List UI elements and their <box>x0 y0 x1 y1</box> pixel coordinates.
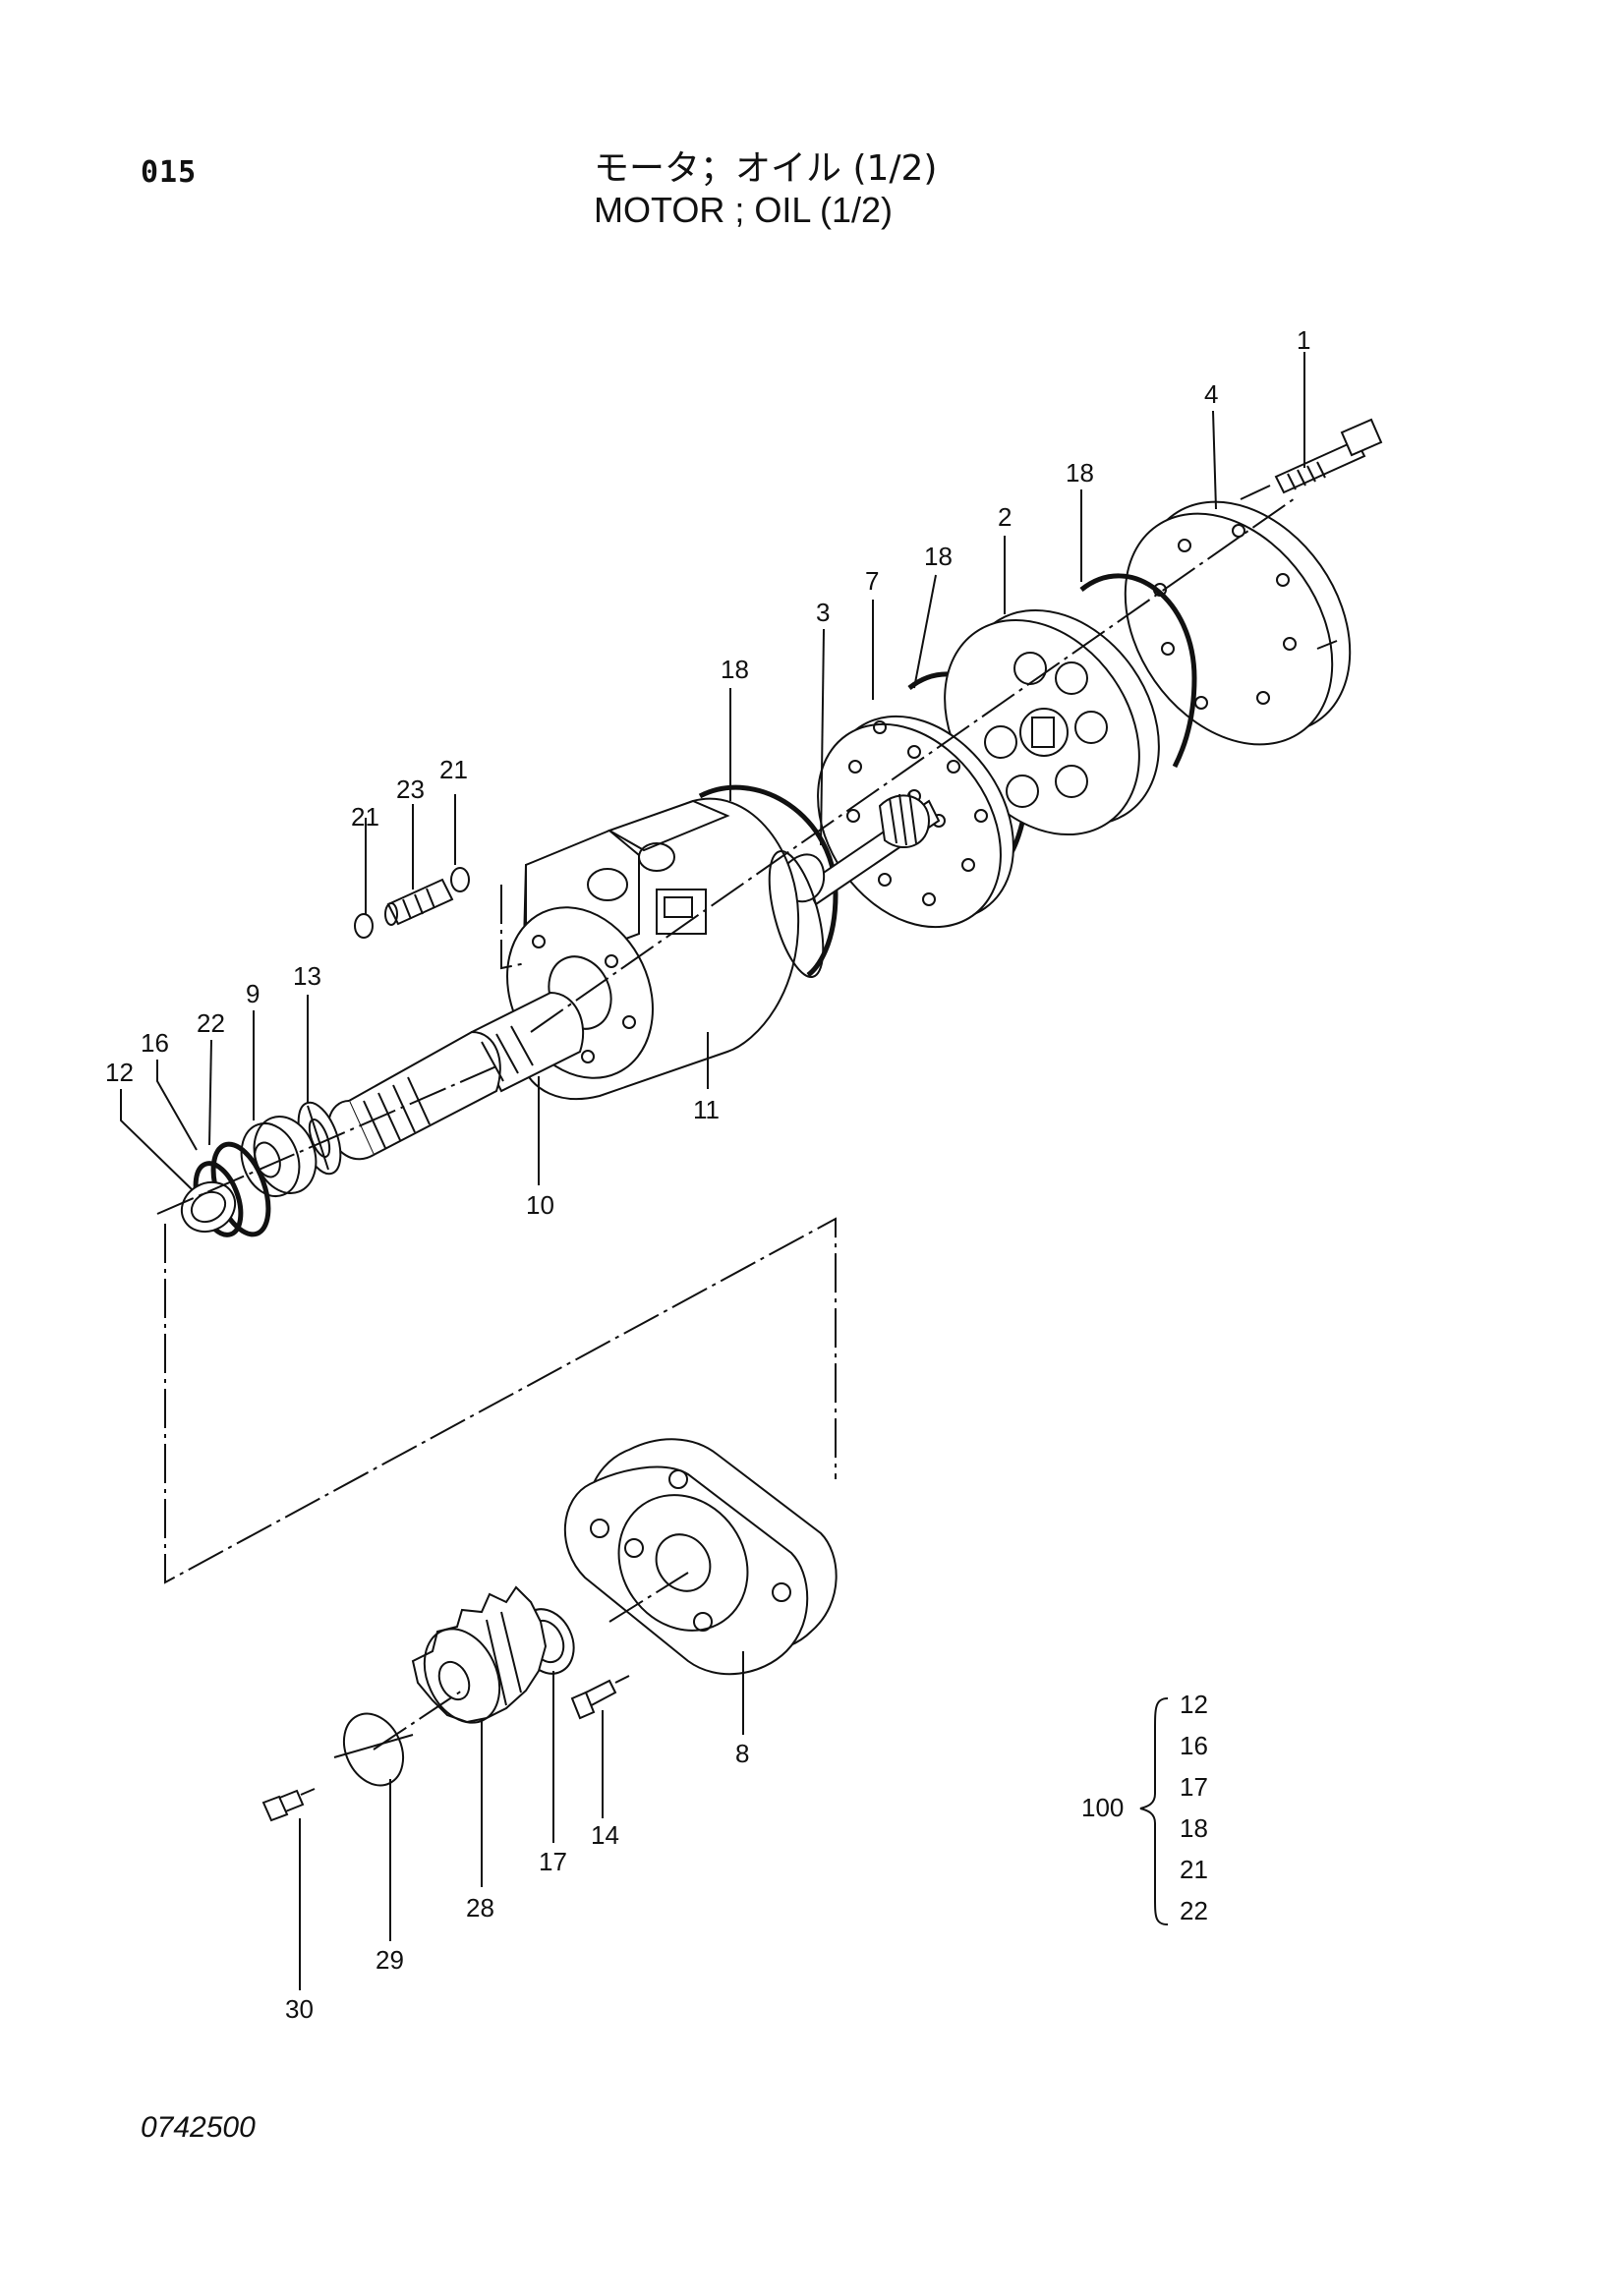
part-4-end-cover <box>1124 500 1352 746</box>
callout-13: 13 <box>293 961 321 991</box>
callout-9: 9 <box>246 979 260 1008</box>
drawing-code: 0742500 <box>141 2111 256 2144</box>
kit-brace <box>1139 1697 1169 1925</box>
callout-12: 12 <box>105 1058 134 1087</box>
kit-label: 100 <box>1081 1793 1124 1822</box>
callout-2: 2 <box>998 502 1012 532</box>
kit-item: 12 <box>1180 1690 1208 1719</box>
callout-28: 28 <box>466 1893 494 1923</box>
part-21-oring-left <box>354 913 374 939</box>
page-number: 015 <box>141 155 198 190</box>
callout-17: 17 <box>539 1847 567 1876</box>
callout-18-left: 18 <box>721 655 749 684</box>
assembly-center-lines <box>156 495 1299 1751</box>
kit-item: 21 <box>1180 1855 1208 1884</box>
callout-10: 10 <box>526 1190 554 1220</box>
kit-100-group: 100 12 16 17 18 21 22 <box>1081 1690 1208 1925</box>
part-23-plug <box>384 878 454 926</box>
kit-item: 16 <box>1180 1731 1208 1760</box>
callout-16: 16 <box>141 1028 169 1058</box>
part-12-seal <box>180 1180 237 1234</box>
part-11-housing <box>506 797 825 1101</box>
callout-7: 7 <box>865 566 879 596</box>
callout-23: 23 <box>396 775 425 804</box>
callout-18-middle: 18 <box>924 542 953 571</box>
title-japanese: モータ；オイル (1/2) <box>594 148 938 189</box>
callout-30: 30 <box>285 1994 314 2024</box>
callout-11: 11 <box>693 1095 720 1124</box>
kit-item: 18 <box>1180 1813 1208 1843</box>
part-30-bolt <box>261 1788 316 1822</box>
part-1-bolt <box>1240 418 1383 500</box>
callout-22: 22 <box>197 1008 225 1038</box>
title-english: MOTOR ; OIL (1/2) <box>594 190 894 230</box>
part-21-oring-right <box>450 867 470 892</box>
callout-21-left: 21 <box>351 802 379 832</box>
kit-item: 22 <box>1180 1896 1208 1925</box>
part-14-bolt <box>570 1675 630 1720</box>
callout-3: 3 <box>816 598 830 627</box>
callout-8: 8 <box>735 1739 749 1768</box>
callout-18-right: 18 <box>1066 458 1094 488</box>
part-18-oring-right <box>1079 573 1197 769</box>
callout-29: 29 <box>376 1945 404 1975</box>
part-28-gear <box>411 1585 548 1724</box>
part-8-flange <box>564 1438 838 1676</box>
kit-item: 17 <box>1180 1772 1208 1802</box>
leader-lines <box>120 352 1305 1990</box>
callout-4: 4 <box>1204 379 1218 409</box>
callout-14: 14 <box>591 1820 619 1850</box>
callout-1: 1 <box>1297 325 1310 355</box>
callout-21-right: 21 <box>439 755 468 784</box>
